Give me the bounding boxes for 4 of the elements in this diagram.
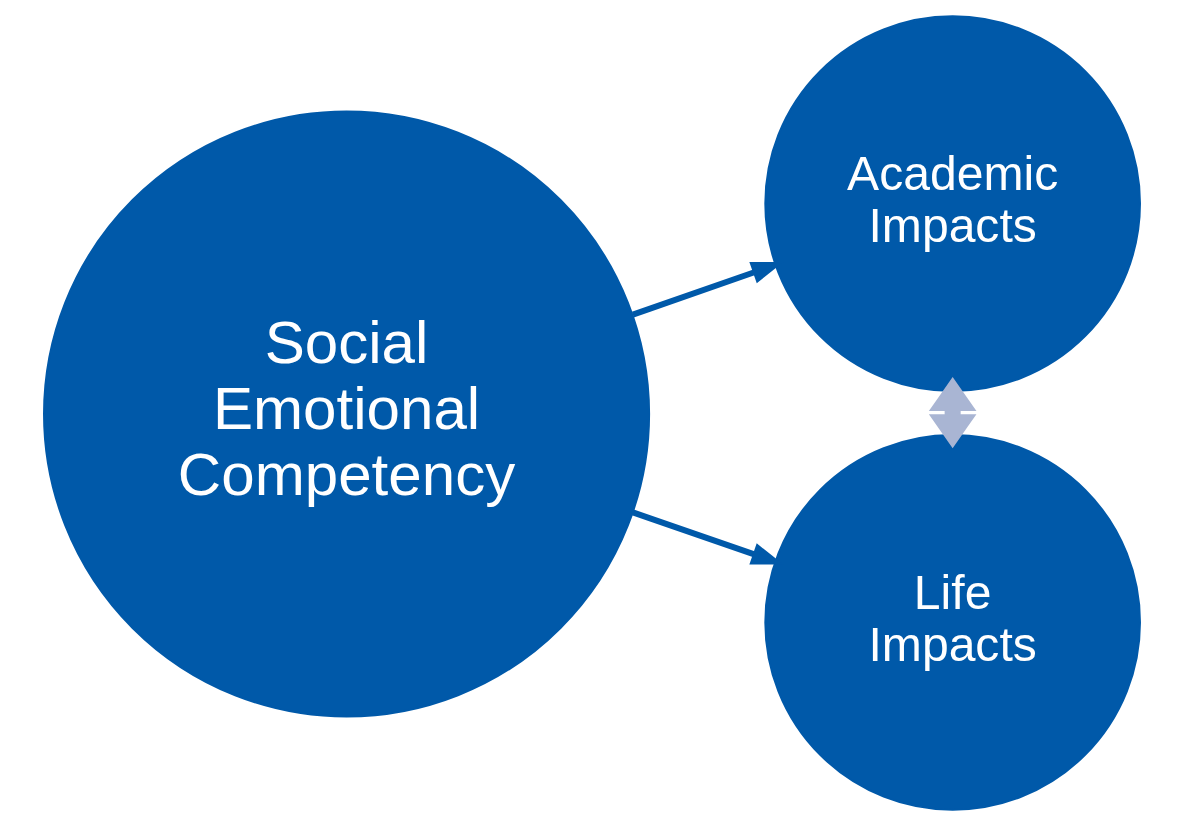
node-circle: Academic Impacts <box>763 15 1141 392</box>
node-circle: Life Impacts <box>763 434 1141 811</box>
node-circle: Social Emotional Competency <box>42 110 650 718</box>
arrow <box>928 377 976 449</box>
